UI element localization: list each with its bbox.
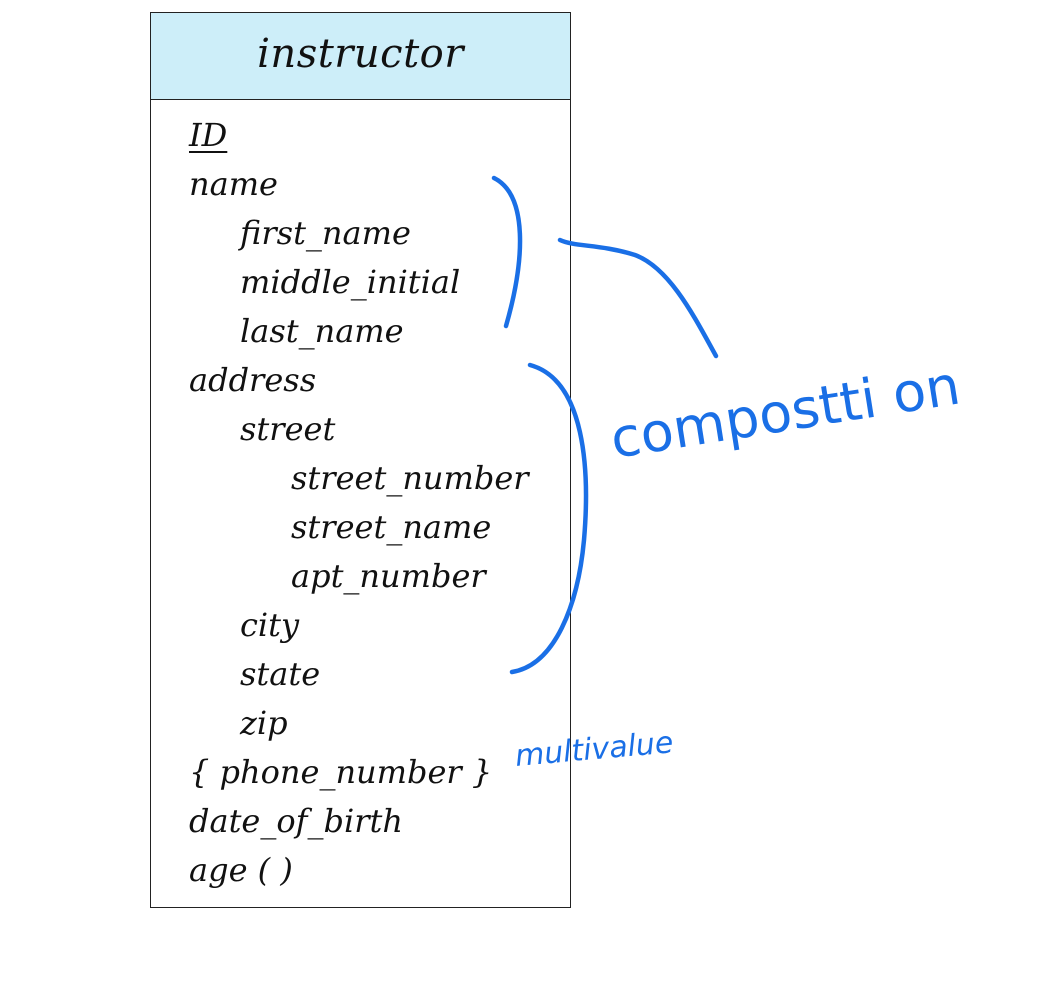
attr-middle-initial: middle_initial	[240, 263, 461, 301]
attr-street-name: street_name	[291, 508, 492, 546]
attr-id: ID	[189, 116, 228, 154]
composition-connector	[557, 237, 719, 359]
attr-date-of-birth: date_of_birth	[189, 802, 403, 840]
attr-zip: zip	[240, 704, 288, 742]
entity-title: instructor	[257, 31, 464, 77]
attr-address: address	[189, 361, 317, 399]
attr-street: street	[240, 410, 336, 448]
attr-name: name	[189, 165, 278, 203]
attr-first-name: first_name	[240, 214, 411, 252]
instructor-entity: instructor ID name first_name middle_ini…	[150, 12, 571, 908]
attr-last-name: last_name	[240, 312, 404, 350]
attr-state: state	[240, 655, 321, 693]
attr-street-number: street_number	[291, 459, 529, 497]
attr-city: city	[240, 606, 300, 644]
attr-phone-number: { phone_number }	[189, 753, 493, 791]
attr-apt-number: apt_number	[291, 557, 486, 595]
composition-note: compostti on	[606, 353, 964, 470]
entity-header: instructor	[151, 13, 570, 100]
attr-age: age ( )	[189, 851, 293, 889]
